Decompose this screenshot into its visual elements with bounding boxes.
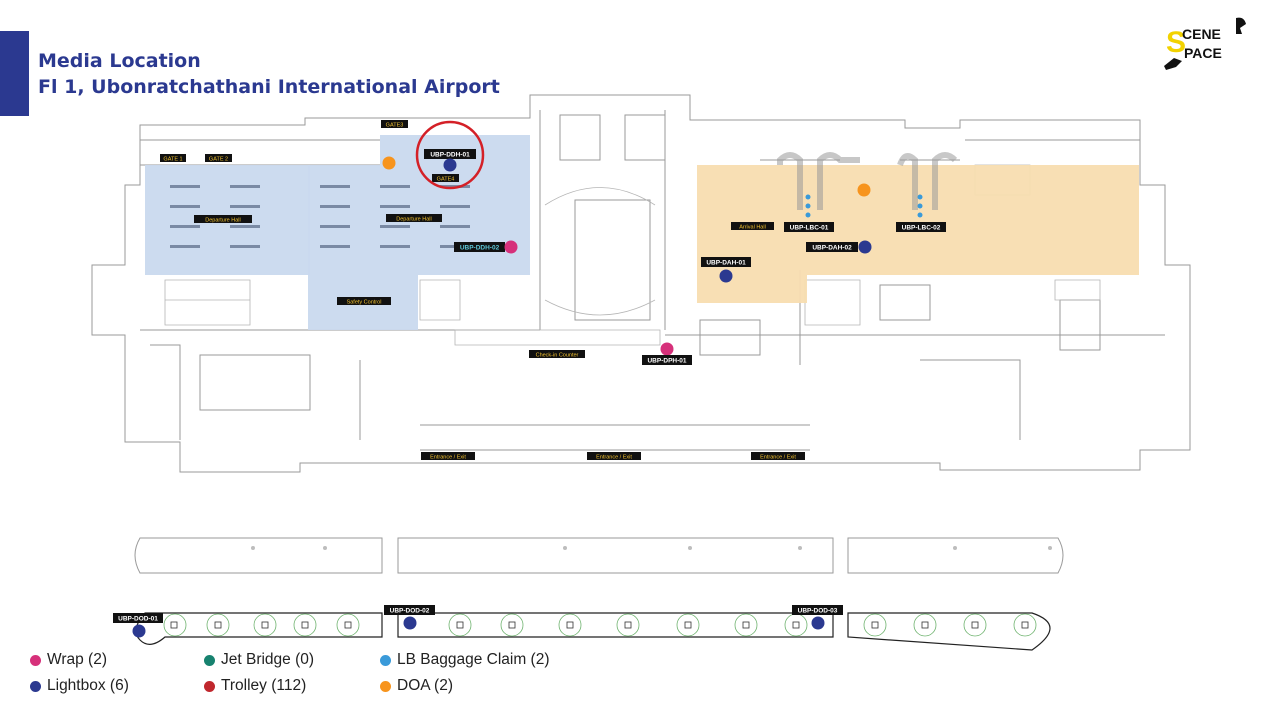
departure-hall-right-label: Departure Hall (396, 217, 431, 223)
building-outline (91, 94, 1191, 473)
departure-hall-right-zone (308, 135, 530, 330)
lightbox-dot (443, 158, 457, 172)
marker-ubp-dah-01[interactable]: UBP-DAH-01 (701, 257, 751, 283)
marker-label: UBP-DOD-03 (798, 608, 838, 615)
check-in-counter-label: Check-in Counter (536, 353, 579, 359)
curbside-posts (251, 546, 1052, 550)
interior-detail (164, 164, 1101, 346)
jet-bridge-legend-dot (204, 654, 215, 666)
legend-item-lightbox: Lightbox (6) (30, 677, 129, 695)
legend-label: Wrap (2) (47, 651, 108, 668)
marker-label: UBP-DOD-02 (390, 608, 430, 615)
marker-label: UBP-LBC-02 (902, 225, 941, 232)
departure-hall-left-label: Departure Hall (205, 218, 240, 224)
walkway-planters (163, 613, 1037, 637)
wrap-legend-dot (30, 654, 41, 666)
title-accent-bar (0, 31, 29, 116)
logo-text-top: CENE (1182, 26, 1221, 42)
walkway (135, 612, 1051, 651)
lightbox-dot (811, 616, 825, 630)
marker-ubp-dod-03[interactable]: UBP-DOD-03 (792, 605, 843, 630)
gate3-label: GATE3 (386, 123, 404, 129)
gate2-label: GATE 2 (209, 157, 228, 163)
marker-ubp-dod-02[interactable]: UBP-DOD-02 (384, 605, 435, 630)
wrap-dot (504, 240, 518, 254)
marker-ubp-dah-02[interactable]: UBP-DAH-02 (806, 240, 872, 254)
doa-marker-2[interactable] (857, 183, 871, 197)
legend-item-lb-baggage-claim: LB Baggage Claim (2) (380, 651, 550, 669)
marker-label: UBP-DDH-01 (430, 152, 470, 159)
marker-ubp-ddh-02[interactable]: UBP-DDH-02 (454, 240, 518, 254)
marker-label: UBP-DAH-02 (812, 245, 852, 252)
highlight-ring (415, 120, 485, 190)
safety-control-label: Safety Control (347, 300, 382, 306)
gate1-label: GATE 1 (163, 157, 182, 163)
walkway-boxes (170, 621, 1029, 629)
pointing-hand-icon (1164, 17, 1246, 70)
zone-labels: GATE 1 GATE 2 GATE3 GATE4 Departure Hall… (160, 120, 805, 461)
marker-label: UBP-DPH-01 (647, 358, 686, 365)
marker-label: UBP-DOD-01 (118, 616, 158, 623)
lightbox-legend-dot (30, 680, 41, 692)
baggage-carousels (777, 152, 958, 210)
page-title: Media Location (38, 50, 201, 72)
curbside-islands (134, 537, 1064, 574)
page-subtitle: Fl 1, Ubonratchathani International Airp… (38, 76, 500, 98)
legend-label: Trolley (112) (221, 677, 307, 694)
marker-label: UBP-DDH-02 (460, 245, 500, 252)
logo-text-bottom: PACE (1184, 45, 1222, 61)
marker-label: UBP-DAH-01 (706, 260, 746, 267)
lb-baggage-legend-dot (380, 654, 391, 666)
marker-ubp-dph-01[interactable]: UBP-DPH-01 (642, 342, 692, 366)
legend-label: Jet Bridge (0) (221, 651, 315, 668)
legend-item-trolley: Trolley (112) (204, 677, 306, 695)
doa-marker-1[interactable] (382, 156, 396, 170)
doa-legend-dot (380, 680, 391, 692)
legend-item-jet-bridge: Jet Bridge (0) (204, 651, 314, 669)
arrival-hall-extension-zone (697, 275, 807, 303)
marker-label: UBP-LBC-01 (790, 225, 829, 232)
lightbox-dot (858, 240, 872, 254)
legend-item-wrap: Wrap (2) (30, 651, 107, 669)
entrance-exit-1-label: Entrance / Exit (430, 455, 466, 461)
lightbox-dot (719, 269, 733, 283)
scene-space-logo: S CENE PACE (1164, 17, 1246, 70)
lightbox-dot (403, 616, 417, 630)
entrance-exit-2-label: Entrance / Exit (596, 455, 632, 461)
lb-baggage-dots (805, 194, 923, 218)
wrap-dot (660, 342, 674, 356)
logo-letter: S (1166, 26, 1186, 59)
entrance-exit-3-label: Entrance / Exit (760, 455, 796, 461)
trolley-legend-dot (204, 680, 215, 692)
legend-label: Lightbox (6) (47, 677, 129, 694)
gate4-label: GATE4 (437, 177, 455, 183)
legend-item-doa: DOA (2) (380, 677, 453, 695)
marker-ubp-ddh-01[interactable]: UBP-DDH-01 (424, 149, 476, 172)
marker-ubp-dod-01[interactable]: UBP-DOD-01 (113, 613, 163, 638)
marker-ubp-lbc-02[interactable]: UBP-LBC-02 (896, 222, 946, 232)
marker-ubp-lbc-01[interactable]: UBP-LBC-01 (784, 222, 834, 232)
legend-label: LB Baggage Claim (2) (397, 651, 550, 668)
legend-label: DOA (2) (397, 677, 453, 694)
lightbox-dot (132, 624, 146, 638)
arrival-hall-label: Arrival Hall (739, 225, 766, 231)
